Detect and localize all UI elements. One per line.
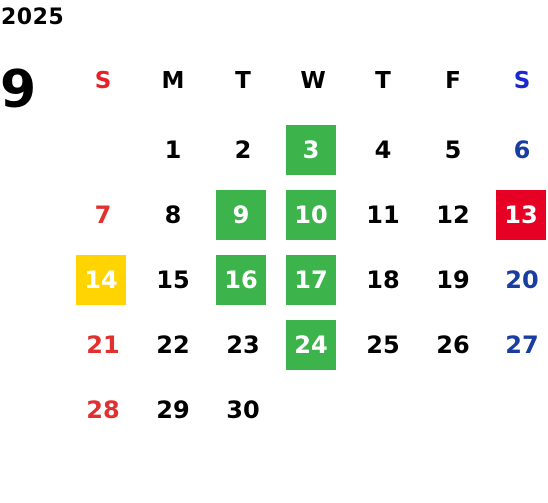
- weekday-header-tue: T: [235, 67, 251, 94]
- day-cell-17-highlighted: 17: [286, 255, 336, 305]
- day-cell-12: 12: [436, 201, 470, 229]
- day-cell-11: 11: [366, 201, 400, 229]
- day-cell-14-highlighted: 14: [76, 255, 126, 305]
- day-cell-27: 27: [505, 331, 539, 359]
- day-cell-22: 22: [156, 331, 190, 359]
- day-cell-20: 20: [505, 266, 539, 294]
- day-cell-25: 25: [366, 331, 400, 359]
- weekday-header-wed: W: [300, 67, 326, 94]
- weekday-header-mon: M: [161, 67, 185, 94]
- weekday-header-thu: T: [375, 67, 391, 94]
- day-cell-5: 5: [444, 136, 462, 164]
- day-cell-16-highlighted: 16: [216, 255, 266, 305]
- day-cell-9-highlighted: 9: [216, 190, 266, 240]
- weekday-header-sat: S: [513, 67, 531, 94]
- weekday-header-sun: S: [94, 67, 112, 94]
- day-cell-26: 26: [436, 331, 470, 359]
- day-cell-23: 23: [226, 331, 260, 359]
- day-cell-15: 15: [156, 266, 190, 294]
- day-cell-7: 7: [94, 201, 112, 229]
- day-cell-21: 21: [86, 331, 120, 359]
- day-cell-3-highlighted: 3: [286, 125, 336, 175]
- year-label: 2025: [1, 5, 65, 30]
- day-cell-8: 8: [164, 201, 182, 229]
- day-cell-2: 2: [234, 136, 252, 164]
- month-number: 9: [0, 60, 37, 120]
- day-cell-29: 29: [156, 396, 190, 424]
- day-cell-1: 1: [164, 136, 182, 164]
- day-cell-6: 6: [513, 136, 531, 164]
- day-cell-4: 4: [374, 136, 392, 164]
- day-cell-30: 30: [226, 396, 260, 424]
- day-cell-28: 28: [86, 396, 120, 424]
- day-cell-18: 18: [366, 266, 400, 294]
- day-cell-10-highlighted: 10: [286, 190, 336, 240]
- day-cell-24-highlighted: 24: [286, 320, 336, 370]
- day-cell-19: 19: [436, 266, 470, 294]
- weekday-header-fri: F: [445, 67, 461, 94]
- day-cell-13-highlighted: 13: [496, 190, 546, 240]
